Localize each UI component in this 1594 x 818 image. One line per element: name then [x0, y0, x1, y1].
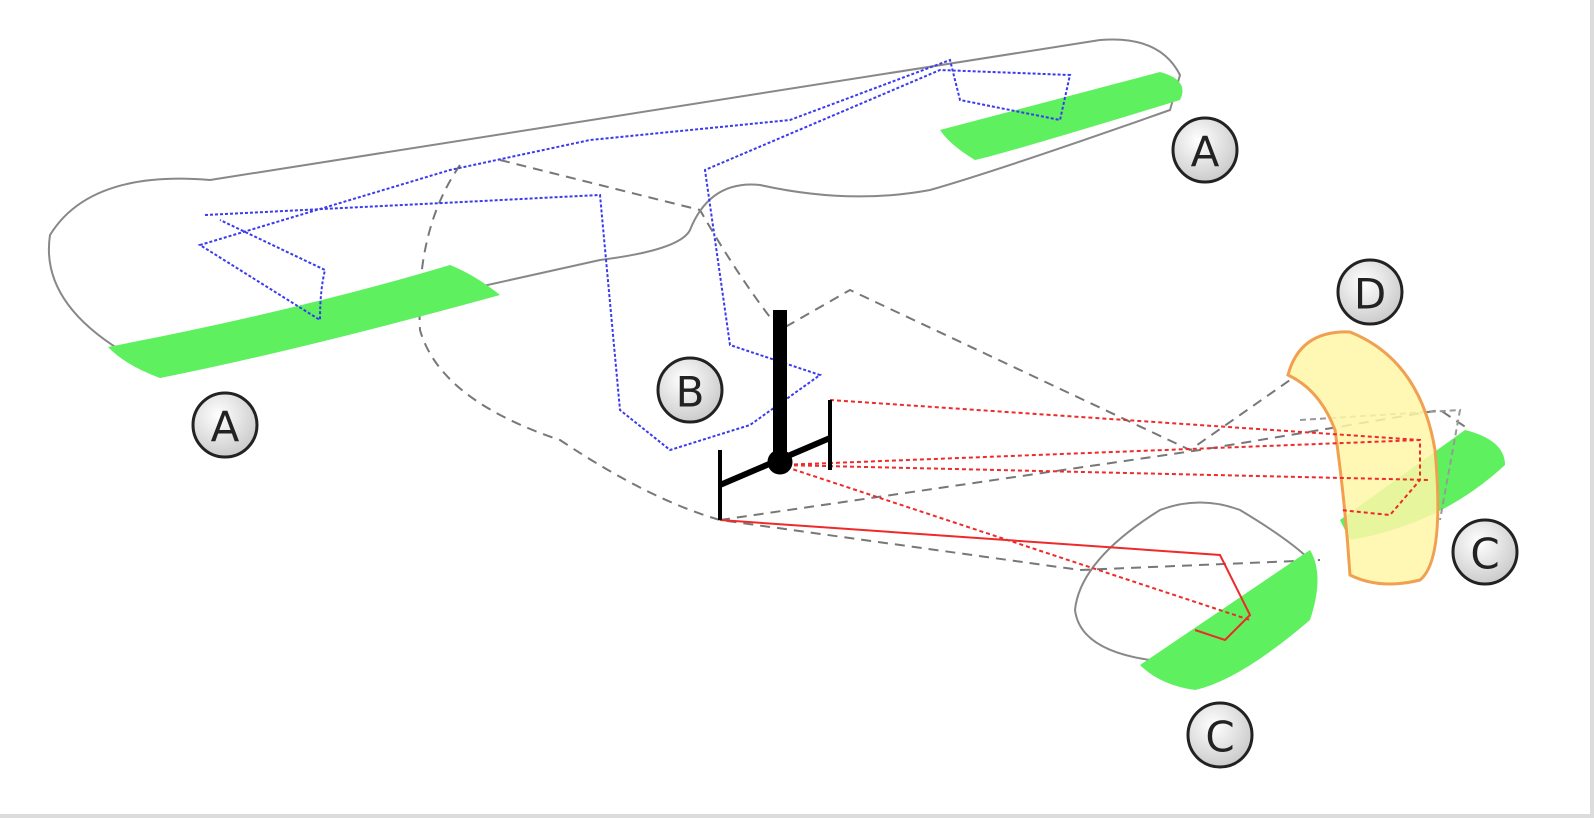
- label-b: B: [656, 356, 724, 424]
- svg-text:A: A: [211, 403, 240, 452]
- rudder: [1286, 330, 1440, 586]
- label-c-left: C: [1186, 701, 1254, 769]
- control-stick: [718, 310, 832, 520]
- svg-text:C: C: [1470, 530, 1499, 579]
- label-a-left: A: [191, 391, 259, 459]
- svg-text:D: D: [1354, 270, 1386, 319]
- aileron-left: [108, 265, 500, 378]
- aileron-cables: [197, 58, 1072, 452]
- wing-outline: [47, 38, 1182, 352]
- svg-text:C: C: [1205, 713, 1234, 762]
- label-a-right: A: [1171, 116, 1239, 184]
- svg-text:B: B: [676, 368, 705, 417]
- label-c-right: C: [1451, 518, 1519, 586]
- svg-text:A: A: [1191, 128, 1220, 177]
- fuselage-outline: [418, 159, 1471, 572]
- aileron-right: [940, 72, 1183, 160]
- elevator-left: [1140, 550, 1318, 690]
- tail-cables: [719, 399, 1431, 642]
- label-d: D: [1336, 258, 1404, 326]
